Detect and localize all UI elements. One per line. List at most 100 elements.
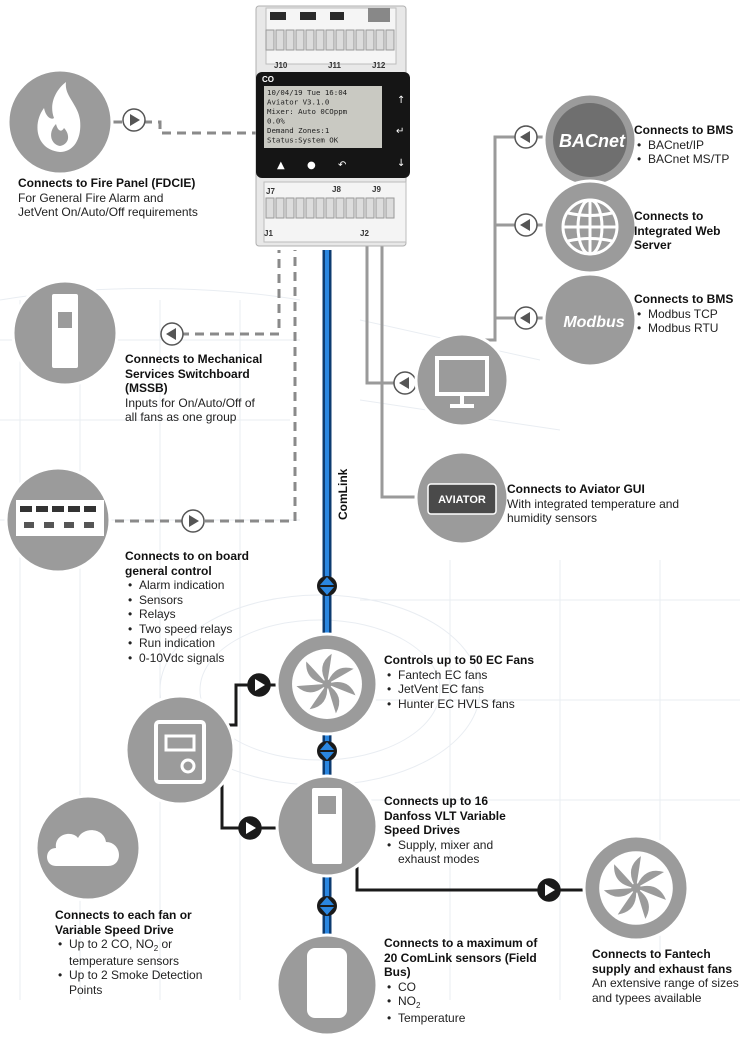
comlink-connector bbox=[317, 741, 337, 761]
mssb-desc: Inputs for On/Auto/Off of all fans as on… bbox=[125, 395, 255, 425]
aviator-label: Connects to Aviator GUI With integrated … bbox=[507, 482, 707, 526]
vsd-label: Connects up to 16 Danfoss VLT Variable S… bbox=[384, 794, 524, 867]
ec-fans-label: Controls up to 50 EC Fans Fantech EC fan… bbox=[384, 653, 574, 711]
fire-panel-label: Connects to Fire Panel (FDCIE) For Gener… bbox=[18, 176, 198, 220]
terminal bbox=[335, 197, 345, 219]
screen-line: Demand Zones:1 bbox=[267, 126, 329, 135]
arrow-connector bbox=[160, 322, 184, 346]
screen-line: Aviator V3.1.0 bbox=[267, 98, 329, 107]
svg-text:↑: ↑ bbox=[397, 95, 405, 106]
list-item: BACnet MS/TP bbox=[637, 152, 744, 167]
connector-label: J11 bbox=[328, 61, 341, 70]
terminal bbox=[365, 197, 375, 219]
aviator-desc: With integrated temperature and humidity… bbox=[507, 496, 680, 526]
list-item: Up to 2 Smoke Detection Points bbox=[58, 968, 230, 997]
globe-icon bbox=[542, 179, 638, 275]
comlink-connector bbox=[317, 576, 337, 596]
modbus-label: Connects to BMS Modbus TCP Modbus RTU bbox=[634, 292, 744, 336]
terminal bbox=[385, 197, 395, 219]
list-item: Temperature bbox=[387, 1011, 544, 1026]
screen-line: 0.0% bbox=[267, 117, 285, 126]
smoke-title: Connects to each fan or Variable Speed D… bbox=[55, 908, 192, 937]
comlink-label: ComLink bbox=[336, 468, 350, 520]
bacnet-title: Connects to BMS bbox=[634, 123, 734, 137]
list-item: Two speed relays bbox=[128, 622, 275, 637]
arrow-connector bbox=[247, 673, 271, 697]
terminal bbox=[325, 29, 335, 51]
onboard-list: Alarm indication Sensors Relays Two spee… bbox=[125, 578, 275, 665]
arrow-connector bbox=[393, 371, 417, 395]
terminal bbox=[285, 29, 295, 51]
list-item: Modbus RTU bbox=[637, 321, 744, 336]
terminal bbox=[365, 29, 375, 51]
arrow-connector bbox=[514, 306, 538, 330]
svg-text:AVIATOR: AVIATOR bbox=[438, 494, 486, 506]
fan-icon bbox=[275, 632, 379, 736]
supply-fans-label: Connects to Fantech supply and exhaust f… bbox=[592, 947, 742, 1005]
terminal bbox=[355, 197, 365, 219]
svg-text:↶: ↶ bbox=[338, 160, 346, 171]
sensor-box-icon bbox=[124, 694, 236, 806]
list-item: Fantech EC fans bbox=[387, 668, 574, 683]
onboard-label: Connects to on board general control Ala… bbox=[125, 549, 275, 665]
terminal bbox=[335, 29, 345, 51]
modbus-title: Connects to BMS bbox=[634, 292, 734, 306]
bacnet-label: Connects to BMS BACnet/IP BACnet MS/TP bbox=[634, 123, 744, 167]
svg-text:BACnet: BACnet bbox=[559, 131, 626, 151]
terminal bbox=[305, 29, 315, 51]
terminal bbox=[345, 197, 355, 219]
arrow-connector bbox=[514, 213, 538, 237]
terminal bbox=[295, 197, 305, 219]
switchboard-icon bbox=[11, 279, 119, 387]
list-item: BACnet/IP bbox=[637, 138, 744, 153]
terminal bbox=[375, 29, 385, 51]
terminal bbox=[285, 197, 295, 219]
bacnet-list: BACnet/IP BACnet MS/TP bbox=[634, 138, 744, 167]
connector-label: J12 bbox=[372, 61, 386, 70]
list-item: Supply, mixer and exhaust modes bbox=[387, 838, 524, 867]
comlink-sensors-list: CO NO2 Temperature bbox=[384, 980, 544, 1026]
terminal bbox=[265, 197, 275, 219]
arrow-connector bbox=[238, 816, 262, 840]
vsd-list: Supply, mixer and exhaust modes bbox=[384, 838, 524, 867]
list-item: Run indication bbox=[128, 636, 275, 651]
modbus-logo: Modbus bbox=[542, 272, 638, 368]
ec-fans-list: Fantech EC fans JetVent EC fans Hunter E… bbox=[384, 668, 574, 712]
comlink-sensors-title: Connects to a maximum of 20 ComLink sens… bbox=[384, 936, 538, 979]
fire-icon bbox=[6, 68, 114, 176]
arrow-connector bbox=[122, 108, 146, 132]
brand-mark: CO bbox=[262, 75, 274, 84]
supply-fans-title: Connects to Fantech supply and exhaust f… bbox=[592, 947, 733, 976]
list-item: 0-10Vdc signals bbox=[128, 651, 275, 666]
onboard-title: Connects to on board general control bbox=[125, 549, 249, 578]
svg-text:▲: ▲ bbox=[277, 160, 285, 171]
connector-label: J7 bbox=[266, 187, 275, 196]
list-item: Alarm indication bbox=[128, 578, 275, 593]
terminal bbox=[275, 197, 285, 219]
controller-keypad[interactable]: ↑↵↓ ▲●↶ bbox=[277, 95, 405, 171]
connector-label: J9 bbox=[372, 185, 381, 194]
circuit-board-icon bbox=[4, 466, 112, 574]
list-item: Modbus TCP bbox=[637, 307, 744, 322]
comlink-connector bbox=[317, 896, 337, 916]
mssb-label: Connects to Mechanical Services Switchbo… bbox=[125, 352, 265, 425]
screen-line: 10/04/19 Tue 16:04 bbox=[267, 88, 348, 97]
comlink-sensors-label: Connects to a maximum of 20 ComLink sens… bbox=[384, 936, 544, 1025]
web-server-title: Connects to Integrated Web Server bbox=[634, 209, 721, 252]
web-server-label: Connects to Integrated Web Server bbox=[634, 209, 744, 253]
arrow-connector bbox=[514, 125, 538, 149]
terminal bbox=[275, 29, 285, 51]
smoke-label: Connects to each fan or Variable Speed D… bbox=[55, 908, 230, 997]
smoke-cloud-icon bbox=[34, 794, 142, 902]
terminal bbox=[265, 29, 275, 51]
supply-fans-desc: An extensive range of sizes and typees a… bbox=[592, 976, 739, 1005]
list-item: Hunter EC HVLS fans bbox=[387, 697, 574, 712]
screen-line: Mixer: Auto 0COppm bbox=[267, 107, 348, 116]
list-item: NO2 bbox=[387, 994, 544, 1011]
fan-icon bbox=[582, 834, 690, 942]
modbus-list: Modbus TCP Modbus RTU bbox=[634, 307, 744, 336]
fire-panel-title: Connects to Fire Panel (FDCIE) bbox=[18, 176, 196, 190]
terminal bbox=[315, 29, 325, 51]
